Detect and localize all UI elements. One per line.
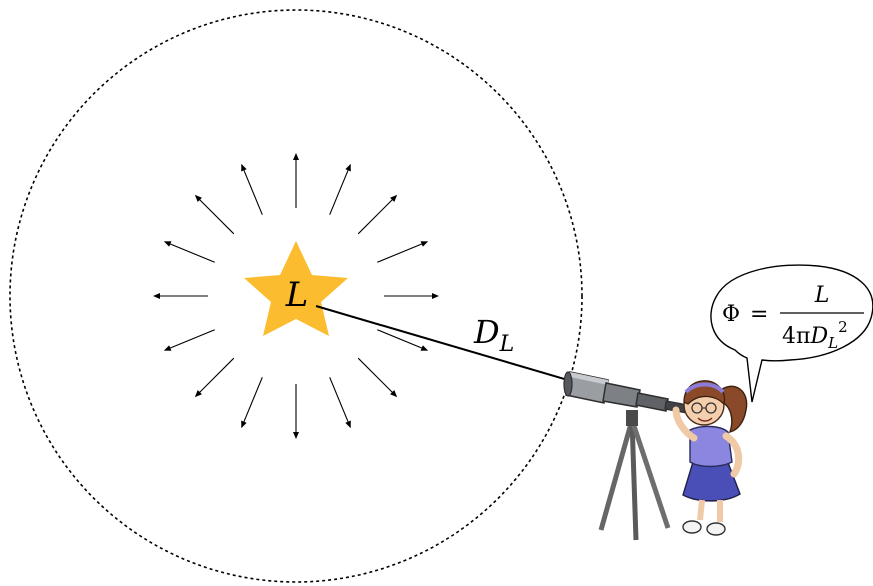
- svg-text:L: L: [814, 283, 830, 308]
- radiation-arrow: [357, 357, 398, 398]
- radiation-arrow: [163, 329, 215, 351]
- svg-text:=: =: [750, 302, 768, 327]
- radiation-arrow: [241, 377, 263, 429]
- sphere-boundary: [9, 9, 583, 583]
- radiation-arrow: [329, 163, 351, 215]
- distance-arrow: [315, 305, 579, 385]
- svg-text:Φ: Φ: [722, 302, 740, 327]
- radiation-arrow: [329, 377, 351, 429]
- radiation-arrow: [163, 241, 215, 263]
- observer-girl-icon: [672, 380, 748, 536]
- star-icon: [244, 241, 348, 336]
- flux-formula: Φ = L 4πDL2: [722, 283, 864, 352]
- svg-text:4πDL2: 4πDL2: [782, 318, 848, 352]
- radiation-arrows: [153, 153, 439, 439]
- radiation-arrow: [194, 357, 235, 398]
- speech-bubble: [710, 264, 873, 403]
- radiation-arrow: [194, 194, 235, 235]
- telescope-icon: [563, 371, 689, 541]
- star-label: L: [285, 275, 309, 315]
- radiation-arrow: [377, 241, 429, 263]
- radiation-arrow: [357, 194, 398, 235]
- radiation-arrow: [377, 329, 429, 351]
- radiation-arrow: [241, 163, 263, 215]
- distance-label: DL: [473, 313, 514, 357]
